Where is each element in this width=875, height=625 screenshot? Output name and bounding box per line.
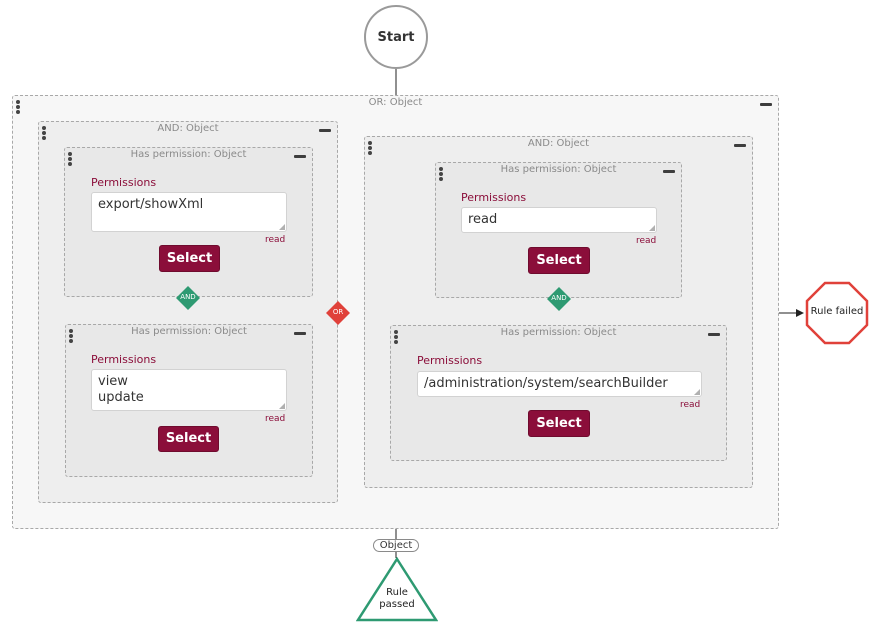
and-group-left-title: AND: Object	[157, 123, 219, 134]
drag-handle-icon[interactable]	[69, 329, 73, 344]
resize-grip-icon[interactable]	[694, 389, 700, 395]
rule-passed-label-line1: Rule	[386, 587, 408, 598]
and-diamond-icon	[176, 286, 200, 310]
or-diamond-icon	[326, 301, 350, 325]
select-button[interactable]: Select	[158, 426, 219, 452]
permission-card[interactable]: Has permission: Object Permissions expor…	[64, 147, 313, 297]
card-title: Has permission: Object	[131, 326, 247, 337]
resize-grip-icon[interactable]	[279, 403, 285, 409]
and-diamond-icon	[547, 287, 571, 311]
resize-grip-icon[interactable]	[649, 225, 655, 231]
permissions-input[interactable]: read	[461, 207, 657, 233]
permission-type-label: read	[265, 414, 286, 424]
select-button[interactable]: Select	[528, 247, 590, 274]
permission-type-label: read	[680, 400, 701, 410]
permissions-label: Permissions	[91, 176, 157, 189]
and-connector-right[interactable]: AND	[547, 287, 571, 311]
collapse-icon[interactable]	[319, 129, 331, 132]
permissions-input[interactable]: export/showXml	[91, 192, 287, 232]
select-button[interactable]: Select	[528, 410, 590, 437]
drag-handle-icon[interactable]	[16, 100, 20, 115]
rule-passed-label-line2: passed	[379, 599, 415, 610]
collapse-icon[interactable]	[294, 155, 306, 158]
and-connector-left[interactable]: AND	[176, 286, 200, 310]
and-group-right-title: AND: Object	[527, 138, 590, 149]
drag-handle-icon[interactable]	[42, 126, 46, 141]
drag-handle-icon[interactable]	[394, 330, 398, 345]
triangle-icon	[356, 557, 438, 622]
card-title: Has permission: Object	[500, 164, 617, 175]
and-connector-label: AND	[551, 294, 567, 302]
permissions-label: Permissions	[461, 191, 527, 204]
permission-value: read	[468, 212, 498, 227]
permission-type-label: read	[265, 235, 286, 245]
or-group-title: OR: Object	[368, 97, 423, 108]
collapse-icon[interactable]	[760, 103, 772, 106]
permissions-input[interactable]: /administration/system/searchBuilder	[417, 371, 702, 397]
permission-value: update	[98, 390, 144, 405]
and-connector-label: AND	[180, 293, 196, 301]
permissions-input[interactable]: view update	[91, 369, 287, 411]
permission-value: /administration/system/searchBuilder	[424, 376, 668, 391]
resize-grip-icon[interactable]	[279, 224, 285, 230]
select-button[interactable]: Select	[159, 245, 220, 272]
rule-passed-node[interactable]: Rule passed	[356, 557, 438, 623]
permissions-label: Permissions	[417, 354, 483, 367]
drag-handle-icon[interactable]	[68, 152, 72, 167]
card-title: Has permission: Object	[500, 327, 617, 338]
card-title: Has permission: Object	[130, 149, 247, 160]
permissions-label: Permissions	[91, 353, 157, 366]
octagon-icon	[805, 281, 869, 345]
rule-failed-node[interactable]: Rule failed	[805, 281, 869, 345]
permission-type-label: read	[636, 236, 657, 246]
drag-handle-icon[interactable]	[439, 167, 443, 182]
start-label: Start	[377, 29, 415, 45]
or-connector-label: OR	[332, 308, 344, 316]
permission-card[interactable]: Has permission: Object Permissions /admi…	[390, 325, 727, 461]
drag-handle-icon[interactable]	[368, 141, 372, 156]
permission-value: export/showXml	[98, 197, 204, 212]
permission-value: view	[98, 374, 128, 389]
permission-card[interactable]: Has permission: Object Permissions read …	[435, 162, 682, 298]
collapse-icon[interactable]	[708, 333, 720, 336]
start-node[interactable]: Start	[364, 5, 428, 69]
object-pill[interactable]: Object	[373, 539, 419, 552]
collapse-icon[interactable]	[734, 144, 746, 147]
collapse-icon[interactable]	[663, 170, 675, 173]
collapse-icon[interactable]	[294, 332, 306, 335]
permission-card[interactable]: Has permission: Object Permissions view …	[65, 324, 313, 477]
or-connector[interactable]: OR	[326, 301, 350, 325]
rule-failed-label: Rule failed	[810, 306, 864, 317]
